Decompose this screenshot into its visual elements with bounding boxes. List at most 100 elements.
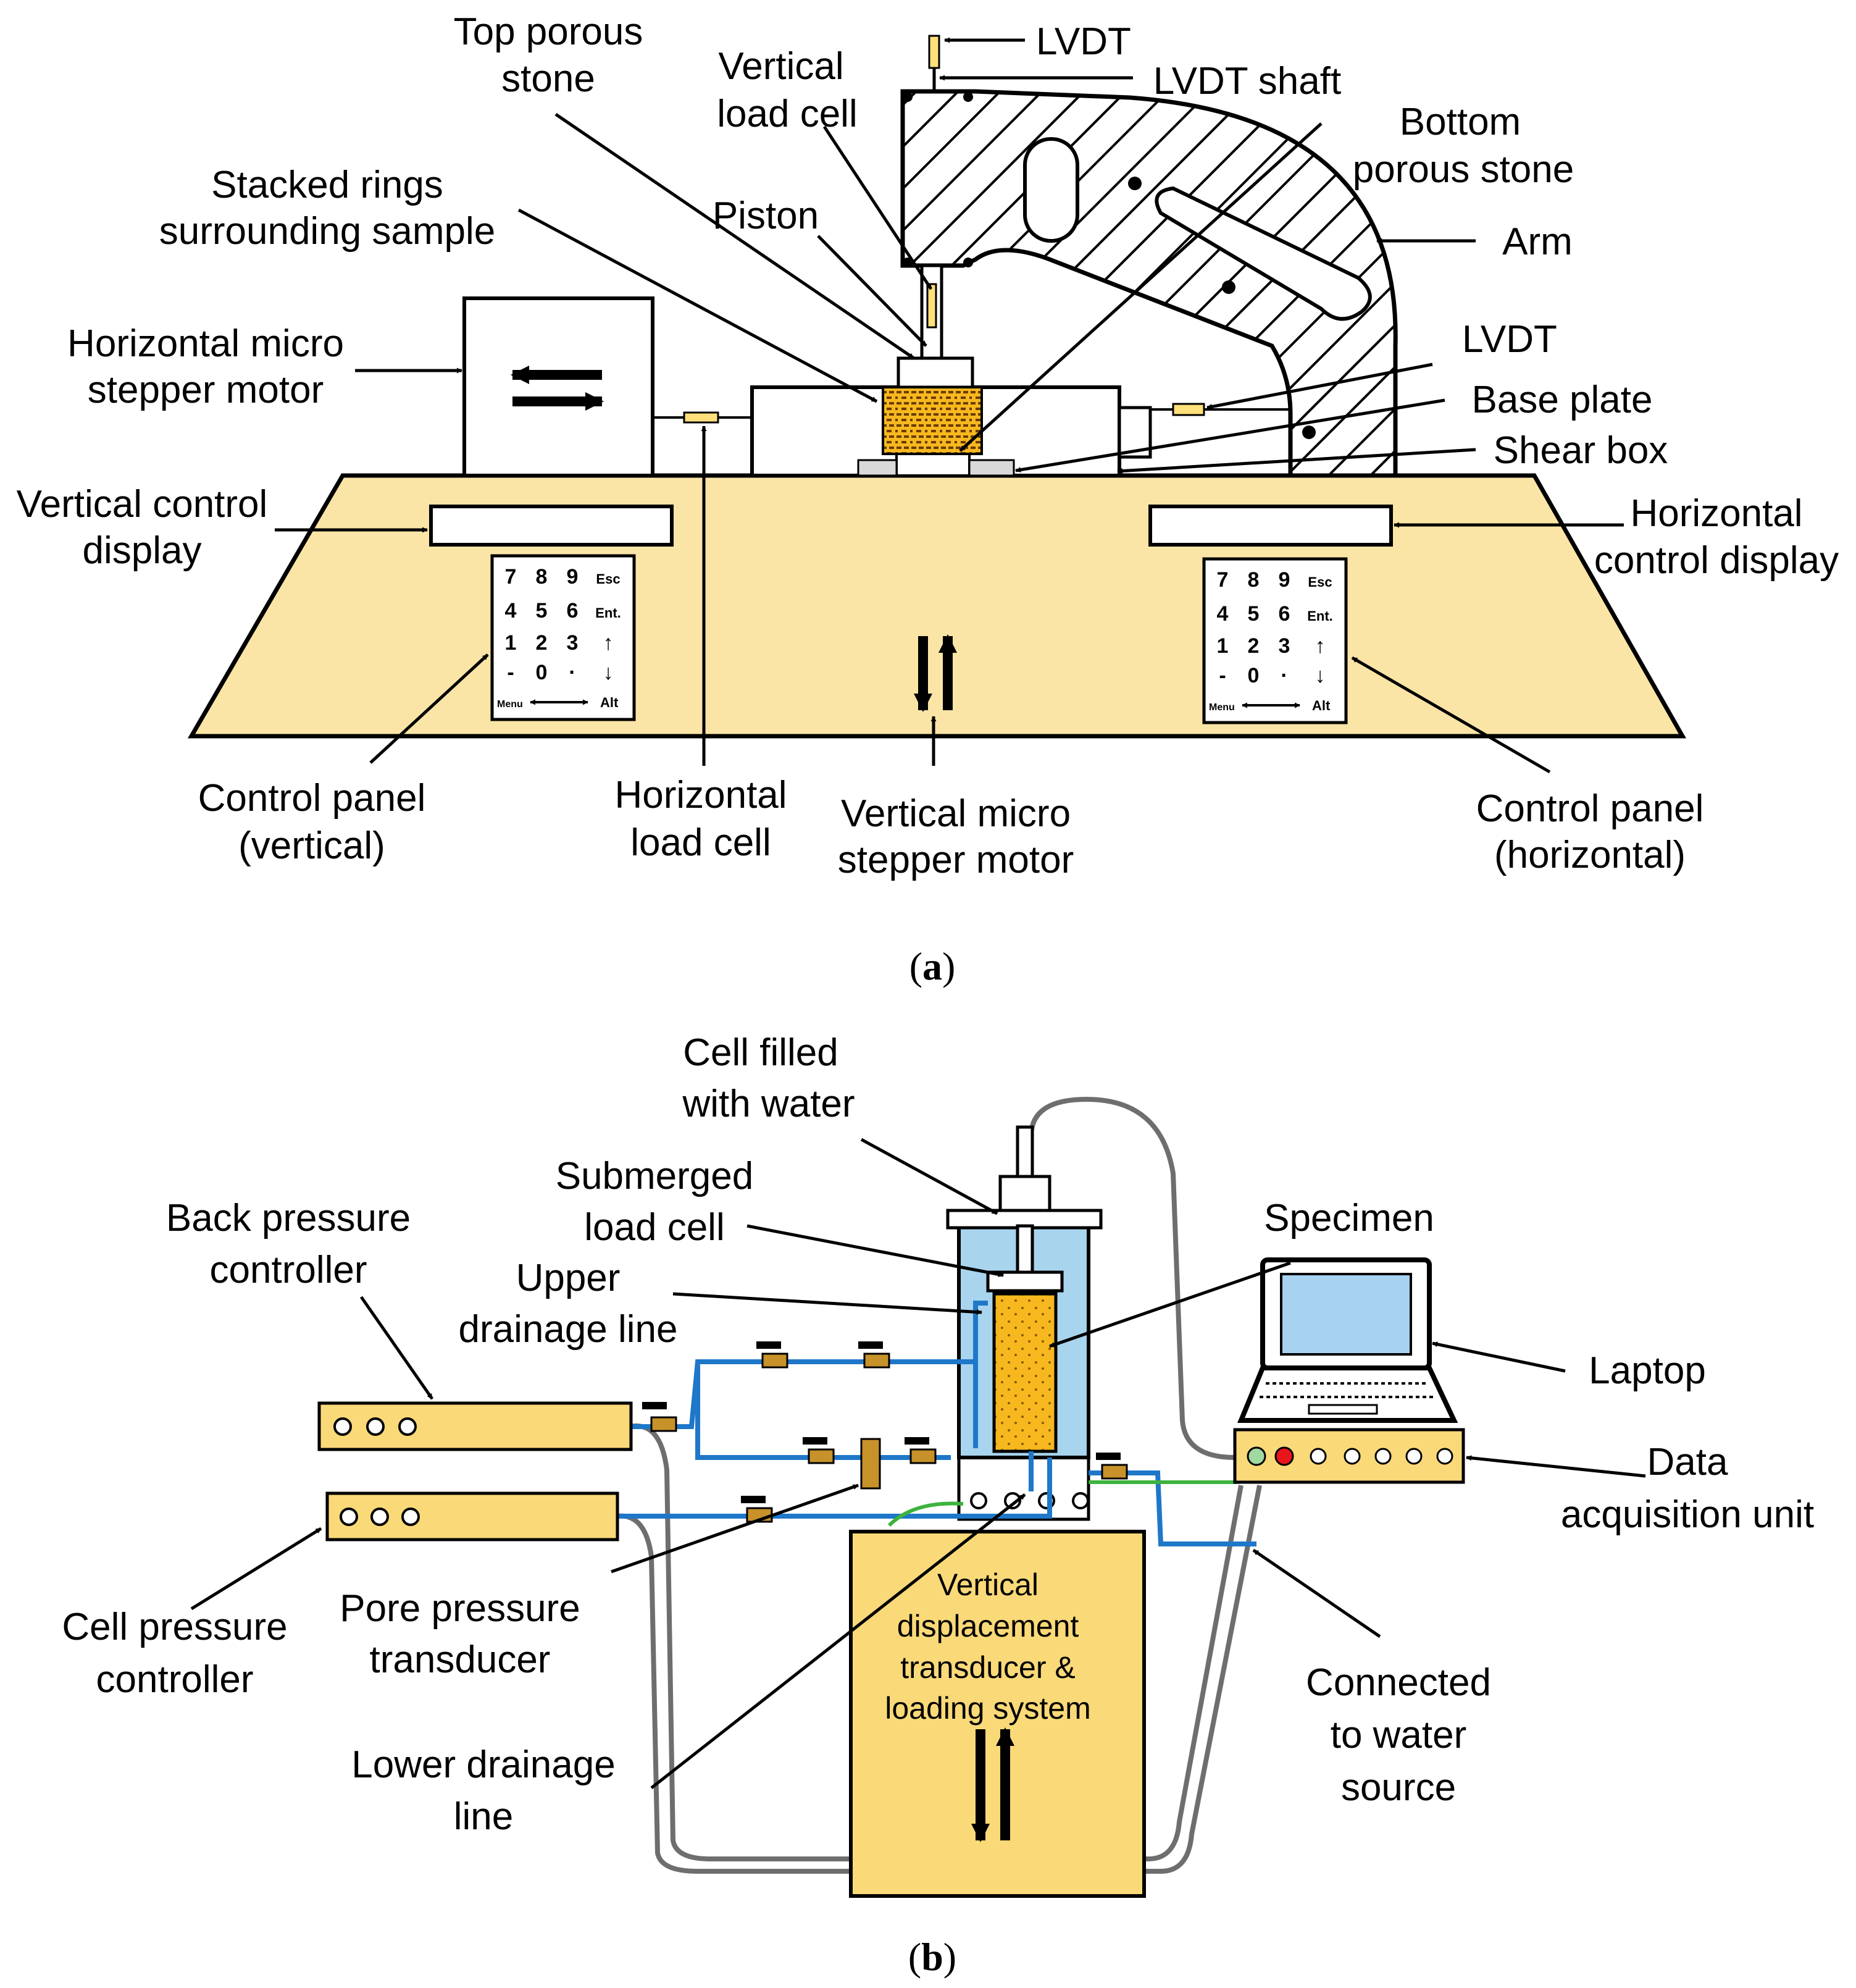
keypad-vertical-key: Esc — [596, 571, 620, 587]
keypad-horizontal-key: Ent. — [1307, 608, 1333, 624]
keypad-vertical-key: ↓ — [603, 661, 614, 684]
keypad-vertical-key: - — [507, 661, 514, 684]
label-vdt-3: transducer & — [900, 1650, 1075, 1685]
base-plate-right — [968, 459, 1015, 477]
lvdt-side — [1172, 403, 1205, 416]
label-vload-1: Vertical — [718, 45, 843, 88]
lvdt-top — [928, 35, 940, 69]
leaders-b — [190, 1138, 1646, 1789]
base-console — [187, 473, 1687, 739]
keypad-vertical-key: 4 — [505, 599, 517, 623]
keypad-horizontal-key: 9 — [1279, 568, 1290, 592]
label-vload-2: load cell — [717, 93, 857, 135]
grey-hoses — [617, 1096, 1262, 1874]
keypad-horizontal-key: - — [1219, 664, 1226, 687]
specimen — [992, 1292, 1058, 1453]
label-back-pressure-1: Back pressure — [166, 1197, 411, 1239]
label-hdisplay-2: control display — [1594, 539, 1839, 582]
label-lvdt-top: LVDT — [1036, 20, 1131, 63]
label-pore-pressure-1: Pore pressure — [340, 1587, 580, 1630]
cell-pressure-controller — [325, 1491, 619, 1541]
keypad-vertical-key: 0 — [536, 661, 548, 684]
label-hmotor-2: stepper motor — [88, 369, 324, 411]
vertical-load-cell — [926, 283, 937, 329]
submerged-load-cell — [986, 1270, 1064, 1293]
arm-slot — [1023, 137, 1079, 243]
keypad-vertical-key: 1 — [505, 631, 517, 655]
label-top-porous-2: stone — [501, 57, 595, 100]
keypad-horizontal-key: 4 — [1217, 602, 1229, 626]
keypad-horizontal-key: 0 — [1248, 664, 1260, 687]
label-panel-v-1: Control panel — [198, 777, 426, 820]
label-lvdt-shaft: LVDT shaft — [1153, 60, 1341, 103]
caption-a: (a) — [909, 944, 956, 988]
cell-rod — [1016, 1125, 1034, 1178]
pivot-1 — [1128, 177, 1142, 190]
cell-top-boss — [998, 1175, 1051, 1212]
keypad-vertical-key: 6 — [567, 599, 579, 623]
keypad-horizontal-key: 5 — [1248, 602, 1260, 626]
base-port-1 — [970, 1492, 987, 1509]
arm-slanted-slot — [1155, 186, 1372, 321]
keypad-vertical-key: · — [569, 661, 575, 684]
valves — [642, 1341, 1128, 1523]
label-panel-h-2: (horizontal) — [1494, 834, 1686, 876]
label-upper-drainage-1: Upper — [516, 1257, 621, 1299]
horizontal-control-display — [1148, 505, 1393, 547]
label-piston: Piston — [713, 195, 819, 237]
keypad-horizontal-key: 7 — [1217, 568, 1229, 592]
label-water-3: source — [1341, 1766, 1456, 1809]
cell-base — [957, 1456, 1090, 1521]
keypad-horizontal-key: Esc — [1308, 574, 1332, 590]
keypad-vertical-key: 9 — [567, 565, 579, 589]
label-laptop: Laptop — [1589, 1349, 1706, 1392]
label-top-porous-1: Top porous — [454, 10, 643, 53]
label-water-2: to water — [1331, 1714, 1467, 1756]
bolt-4 — [963, 258, 973, 267]
laptop — [1237, 1257, 1458, 1423]
bolt-3 — [903, 258, 913, 267]
label-panel-h-1: Control panel — [1476, 787, 1704, 830]
label-lvdt-side: LVDT — [1462, 318, 1557, 361]
pivot-2 — [1222, 280, 1235, 294]
label-lower-drainage-1: Lower drainage — [351, 1743, 615, 1786]
part-b-triaxial: Cell filled with water Submerged load ce… — [62, 1031, 1814, 1979]
piston-head — [897, 356, 974, 389]
label-shear-box: Shear box — [1494, 429, 1668, 472]
label-hload-2: load cell — [630, 821, 771, 864]
caption-a-letter: a — [922, 944, 942, 988]
keypad-vertical-key: 8 — [536, 565, 548, 589]
svg-text:(a): (a) — [909, 944, 956, 988]
label-hmotor-1: Horizontal micro — [67, 322, 344, 365]
side-block-1 — [1118, 406, 1152, 459]
label-specimen: Specimen — [1264, 1197, 1434, 1239]
label-vdisplay-2: display — [83, 529, 202, 572]
label-bottom-porous-1: Bottom — [1400, 101, 1521, 143]
keypad-horizontal-key: 6 — [1279, 602, 1290, 626]
caption-b: (b) — [908, 1935, 956, 1979]
keypad-horizontal-key: ↓ — [1315, 664, 1326, 687]
label-cell-pressure-2: controller — [96, 1658, 254, 1701]
label-vmotor-1: Vertical micro — [841, 792, 1071, 835]
data-acquisition-unit — [1233, 1428, 1465, 1484]
keypad-horizontal-key: · — [1281, 664, 1287, 687]
label-submerged-1: Submerged — [556, 1155, 754, 1197]
label-back-pressure-2: controller — [210, 1249, 367, 1291]
label-cell-filled-1: Cell filled — [683, 1031, 838, 1074]
keypad-horizontal-menu: Menu — [1209, 702, 1235, 713]
cell-piston — [1016, 1224, 1034, 1274]
keypad-horizontal-alt: Alt — [1312, 698, 1331, 713]
label-panel-v-2: (vertical) — [238, 824, 385, 867]
part-a-direct-shear: LVDT LVDT shaft Top porous stone Vertica… — [17, 10, 1839, 988]
keypad-vertical-key: 3 — [567, 631, 579, 655]
blue-tubes — [617, 1301, 1256, 1546]
keypad-horizontal-key: ↑ — [1315, 634, 1326, 658]
svg-text:(b): (b) — [908, 1935, 956, 1979]
label-arm: Arm — [1502, 220, 1573, 263]
label-upper-drainage-2: drainage line — [458, 1308, 677, 1351]
control-panel-horizontal — [1202, 557, 1348, 724]
label-vdt-2: displacement — [897, 1609, 1079, 1643]
label-vdisplay-1: Vertical control — [17, 483, 268, 526]
keypad-vertical-alt: Alt — [600, 695, 619, 710]
